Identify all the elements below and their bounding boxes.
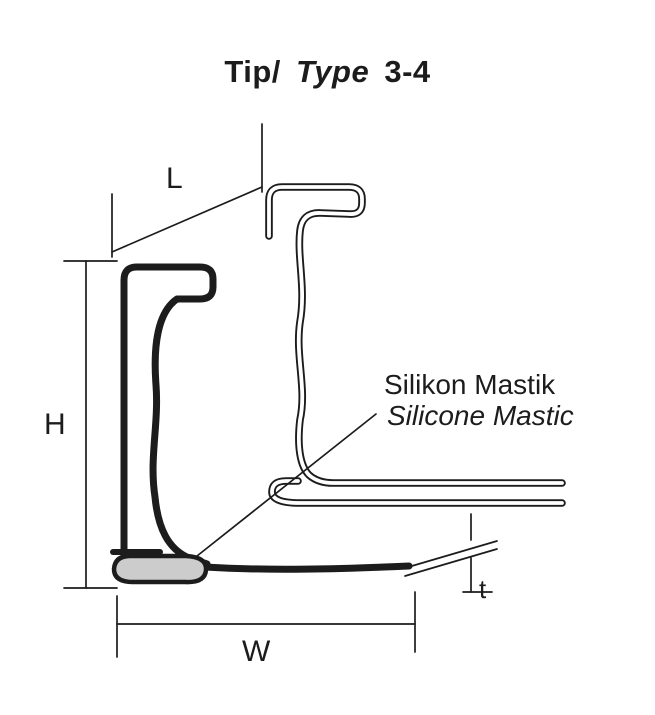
- mastic-blob: [111, 553, 209, 585]
- annotation-leader-line: [196, 413, 377, 557]
- diagram-title: Tip/ Type 3-4: [0, 54, 655, 90]
- sheet-continuation-bottom-edge: [404, 548, 498, 577]
- seam-lower-sheet: [268, 477, 566, 507]
- annotation-line1: Silikon Mastik: [384, 369, 556, 400]
- title-type: Type: [296, 54, 370, 89]
- right-profile-outer-stroke: [265, 183, 566, 487]
- right-profile-panel: [265, 183, 566, 487]
- dimension-W-lines: [116, 591, 416, 658]
- dimension-H-label: H: [44, 408, 66, 441]
- sheet-continuation-top-edge: [404, 540, 498, 569]
- seam-sheet-inner-stroke: [270, 479, 564, 505]
- annotation-line2: Silicone Mastic: [387, 400, 574, 431]
- dimension-t-lines: [462, 513, 493, 593]
- drawing-strokes: [63, 123, 566, 658]
- dimension-L-line: [111, 186, 263, 253]
- dimension-H-lines: [63, 260, 118, 589]
- title-number: 3-4: [384, 54, 431, 89]
- dimension-L-label: L: [166, 162, 183, 195]
- left-profile-outline: [120, 263, 217, 568]
- sheet-continuation: [404, 540, 498, 577]
- drawing-labels: L H W t Silikon Mastik Silicone Mastic: [44, 162, 574, 668]
- dimension-t-label: t: [479, 574, 487, 604]
- title-tip: Tip/: [224, 54, 281, 89]
- dimension-L-lines: [111, 123, 263, 258]
- dimension-W-label: W: [242, 635, 271, 668]
- right-profile-inner-stroke: [267, 185, 564, 485]
- bottom-sheet: [201, 562, 413, 573]
